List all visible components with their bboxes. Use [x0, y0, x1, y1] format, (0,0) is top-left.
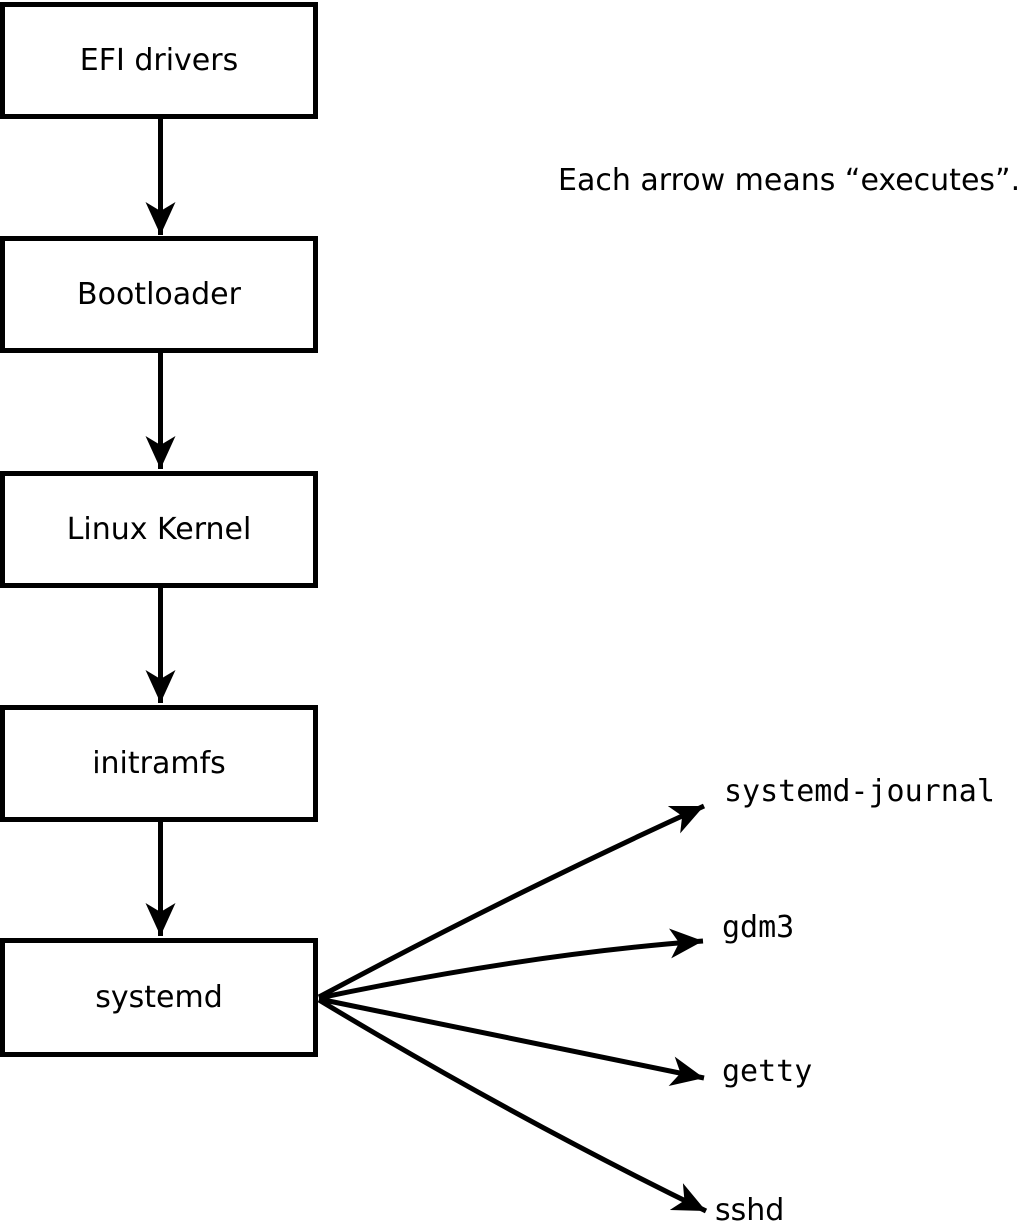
- flow-node-label: Linux Kernel: [66, 511, 252, 547]
- flow-node-systemd: systemd: [0, 938, 318, 1057]
- flow-node-bootloader: Bootloader: [0, 236, 318, 353]
- flow-node-label: EFI drivers: [79, 42, 239, 78]
- flow-node-label: systemd: [95, 979, 223, 1015]
- arrow-systemd-to-journal: [317, 803, 706, 1000]
- flow-node-label: Bootloader: [77, 276, 241, 312]
- flow-node-efi-drivers: EFI drivers: [0, 2, 318, 119]
- process-label-gdm3: gdm3: [722, 910, 795, 945]
- arrow-systemd-to-getty: [318, 996, 705, 1087]
- process-label-sshd: sshd: [715, 1193, 785, 1228]
- flow-node-initramfs: initramfs: [0, 705, 318, 822]
- process-label-getty: getty: [722, 1054, 813, 1089]
- process-label-systemd-journal: systemd-journal: [724, 774, 995, 809]
- arrow-meaning-note: Each arrow means “executes”.: [558, 163, 1021, 198]
- arrow-systemd-to-sshd: [317, 997, 708, 1214]
- flow-node-linux-kernel: Linux Kernel: [0, 471, 318, 588]
- arrow-systemd-to-gdm3: [318, 928, 704, 1001]
- flow-node-label: initramfs: [92, 745, 226, 781]
